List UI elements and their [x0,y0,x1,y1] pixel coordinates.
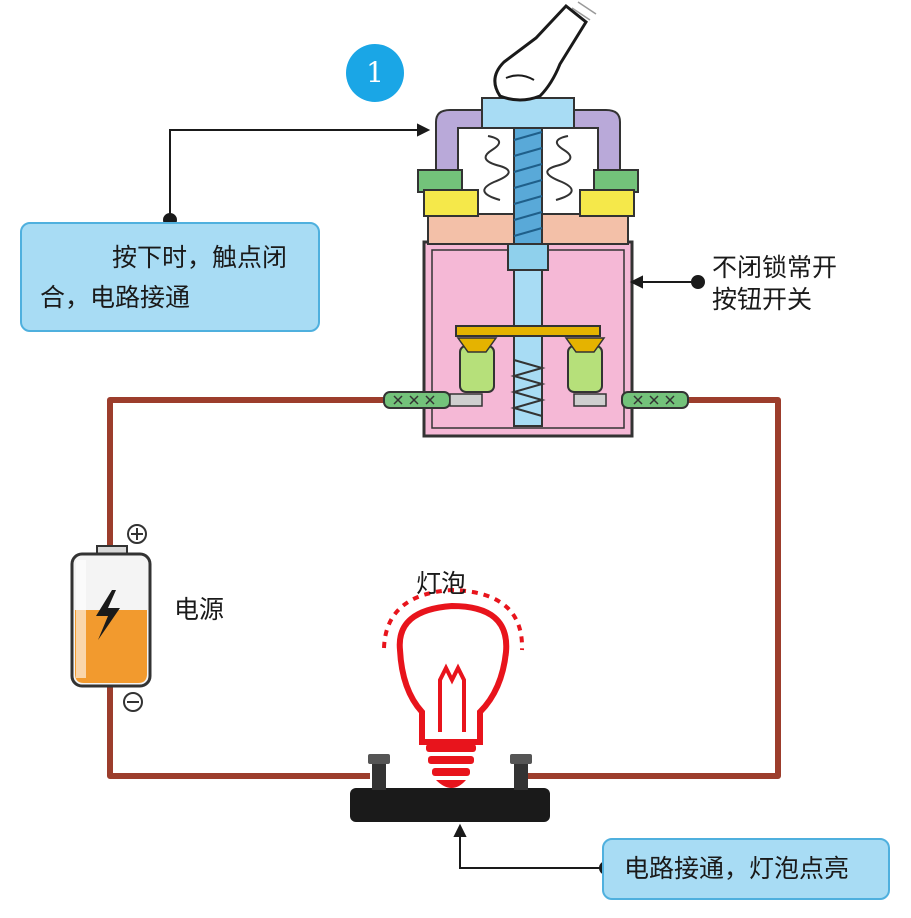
plus-terminal-icon [127,524,147,544]
terminal-left [383,391,483,409]
lightning-icon [96,590,120,640]
callout-press-line1: 按下时，触点闭 [112,243,288,272]
switch-label: 不闭锁常开 按钮开关 [712,252,837,316]
callout-button-pressed: 按下时，触点闭 合，电路接通 [20,222,320,332]
battery-icon [70,524,152,712]
light-bulb-icon [382,587,525,788]
push-button-switch [383,97,689,438]
leader-press [169,129,428,222]
step-badge: 1 [346,44,404,102]
wire-left [107,397,390,779]
power-source-label: 电源 [174,595,225,624]
minus-terminal-icon [123,692,143,712]
finger-icon [493,1,597,102]
switch-label-line1: 不闭锁常开 [712,253,838,282]
callout-bulb-lit: 电路接通，灯泡点亮 [602,838,890,900]
switch-label-line2: 按钮开关 [712,285,813,314]
terminal-right [573,391,689,409]
leader-bulb [459,832,606,869]
wire-right [528,397,781,779]
callout-press-line2: 合，电路接通 [40,283,191,312]
bulb-socket [350,754,550,822]
bulb-label: 灯泡 [416,569,467,598]
